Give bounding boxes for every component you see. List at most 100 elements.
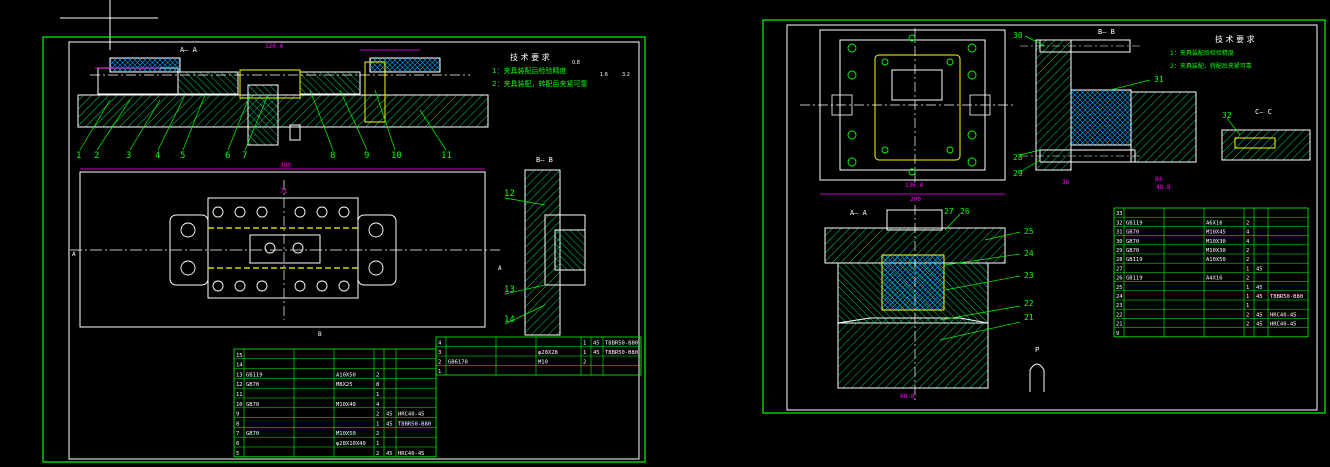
left-sheet[interactable]: A— A 120.4: [42, 36, 646, 463]
bom-cell-note: T8BR50-B80: [605, 350, 638, 356]
right-sheet[interactable]: 200 136.4 B— B 36 84 48.8: [762, 19, 1326, 414]
right-balloon-numbers: 21 22 23 24 25 26 27 28 29 30 31 32: [944, 31, 1232, 322]
svg-text:0.8: 0.8: [572, 60, 580, 66]
bom-cell-no: 15: [236, 353, 243, 359]
bom-cell-no: 28: [1116, 257, 1123, 263]
bom-cell-qty: 2: [376, 412, 379, 418]
svg-text:11: 11: [441, 151, 452, 161]
svg-text:14: 14: [504, 315, 515, 325]
svg-text:6: 6: [225, 151, 230, 161]
left-sheet-outer-frame: [42, 36, 646, 463]
right-detail-view[interactable]: P: [1029, 346, 1045, 392]
bom-cell-spec: M10X30: [1206, 239, 1226, 245]
bom-cell-qty: 1: [583, 341, 586, 347]
svg-text:21: 21: [1024, 313, 1034, 322]
bom-cell-qty: 4: [1246, 239, 1250, 245]
svg-text:4: 4: [155, 151, 160, 161]
bom-cell-spec: M8X25: [336, 382, 353, 388]
right-section-bb-label: B— B: [1098, 28, 1115, 36]
bom-cell-qty: 4: [376, 402, 380, 408]
bom-cell-no: 5: [236, 451, 239, 457]
left-plan-view[interactable]: 380 71 A A B: [70, 162, 502, 338]
bom-cell-qty: 1: [583, 350, 586, 356]
bom-cell-mat: 45: [593, 341, 600, 347]
bom-cell-no: 10: [236, 402, 243, 408]
left-section-aa-view[interactable]: A— A 120.4: [77, 43, 489, 146]
svg-text:29: 29: [1013, 169, 1023, 178]
bom-cell-no: 29: [1116, 248, 1123, 254]
svg-text:28: 28: [1013, 153, 1023, 162]
bom-cell-qty: 2: [1246, 248, 1249, 254]
left-balloon-leaders: [79, 89, 447, 151]
svg-text:13: 13: [504, 285, 515, 295]
svg-text:5: 5: [180, 151, 185, 161]
right-balloon-leaders: [939, 35, 1241, 341]
right-tech-requirements: 技 术 要 求 1：夹具装配后检验精度 2：夹具装配，转配后夹紧可靠: [1170, 34, 1255, 70]
svg-text:1: 1: [76, 151, 81, 161]
svg-text:25: 25: [1024, 227, 1034, 236]
bom-cell-std: GB6170: [448, 360, 468, 366]
right-section-bb-view[interactable]: B— B 36 84 48.8: [1020, 28, 1197, 191]
left-tech-requirements: 技 术 要 求 1：夹具装配后检验精度 2：夹具装配，转配后夹紧可靠 0.8 1…: [492, 52, 630, 88]
svg-text:A: A: [72, 251, 76, 258]
left-dim-top: 120.4: [265, 43, 283, 50]
bom-cell-spec: φ28X28: [538, 350, 558, 356]
svg-text:26: 26: [960, 207, 970, 216]
bom-cell-no: 8: [236, 421, 239, 427]
svg-text:36: 36: [1062, 179, 1070, 186]
bom-cell-note: HRC40-45: [1270, 322, 1297, 328]
bom-cell-mat: 45: [1256, 294, 1263, 300]
bom-cell-no: 1: [438, 369, 441, 375]
right-plan-view[interactable]: 200 136.4: [800, 28, 1015, 203]
svg-text:32: 32: [1222, 111, 1232, 120]
bom-cell-std: GB70: [246, 402, 259, 408]
bom-cell-no: 21: [1116, 322, 1123, 328]
bom-cell-qty: 1: [1246, 294, 1249, 300]
svg-text:10: 10: [391, 151, 402, 161]
bom-cell-no: 9: [236, 412, 239, 418]
right-detail-label: P: [1035, 346, 1039, 354]
bom-cell-no: 26: [1116, 276, 1123, 282]
right-section-aa-view[interactable]: A— A 88.8: [824, 205, 1006, 400]
left-section-bb-view[interactable]: B— B: [504, 156, 586, 336]
bom-cell-no: 6: [236, 441, 239, 447]
bom-cell-spec: φ28X10X40: [336, 441, 366, 447]
bom-cell-no: 7: [236, 431, 239, 437]
right-tech-req-item-2: 2：夹具装配，转配后夹紧可靠: [1170, 62, 1252, 70]
right-section-cc-label: C— C: [1255, 108, 1272, 116]
bom-cell-mat: 45: [1256, 322, 1263, 328]
bom-cell-spec: M10: [538, 360, 548, 366]
bom-cell-qty: 2: [376, 451, 379, 457]
svg-text:84: 84: [1155, 176, 1163, 183]
bom-cell-spec: M10X40: [336, 402, 356, 408]
bom-cell-spec: M10X45: [1206, 230, 1226, 236]
svg-text:A: A: [498, 265, 502, 272]
bom-cell-qty: 4: [1246, 230, 1250, 236]
bom-cell-no: 30: [1116, 239, 1123, 245]
bom-cell-no: 13: [236, 372, 243, 378]
bom-cell-mat: 45: [386, 421, 393, 427]
right-section-cc-view[interactable]: C— C: [1221, 108, 1311, 161]
bom-cell-mat: 45: [593, 350, 600, 356]
bom-cell-std: GB119: [1126, 220, 1143, 226]
bom-cell-note: HRC40-45: [398, 412, 425, 418]
svg-text:B: B: [318, 331, 322, 338]
bom-cell-mat: 45: [1256, 285, 1263, 291]
bom-cell-qty: 1: [376, 392, 379, 398]
left-plan-bolts: [180, 206, 384, 292]
bom-cell-qty: 1: [1246, 303, 1249, 309]
bom-cell-qty: 2: [1246, 276, 1249, 282]
bom-cell-std: GB70: [1126, 239, 1139, 245]
bom-cell-no: 31: [1116, 230, 1123, 236]
bom-cell-spec: A10X50: [336, 372, 356, 378]
svg-text:3: 3: [126, 151, 131, 161]
bom-cell-mat: 45: [1256, 266, 1263, 272]
svg-text:31: 31: [1154, 75, 1164, 84]
right-sheet-outer-frame: [762, 19, 1326, 414]
right-plan-bolts: [847, 34, 977, 176]
svg-text:88.8: 88.8: [900, 393, 915, 400]
